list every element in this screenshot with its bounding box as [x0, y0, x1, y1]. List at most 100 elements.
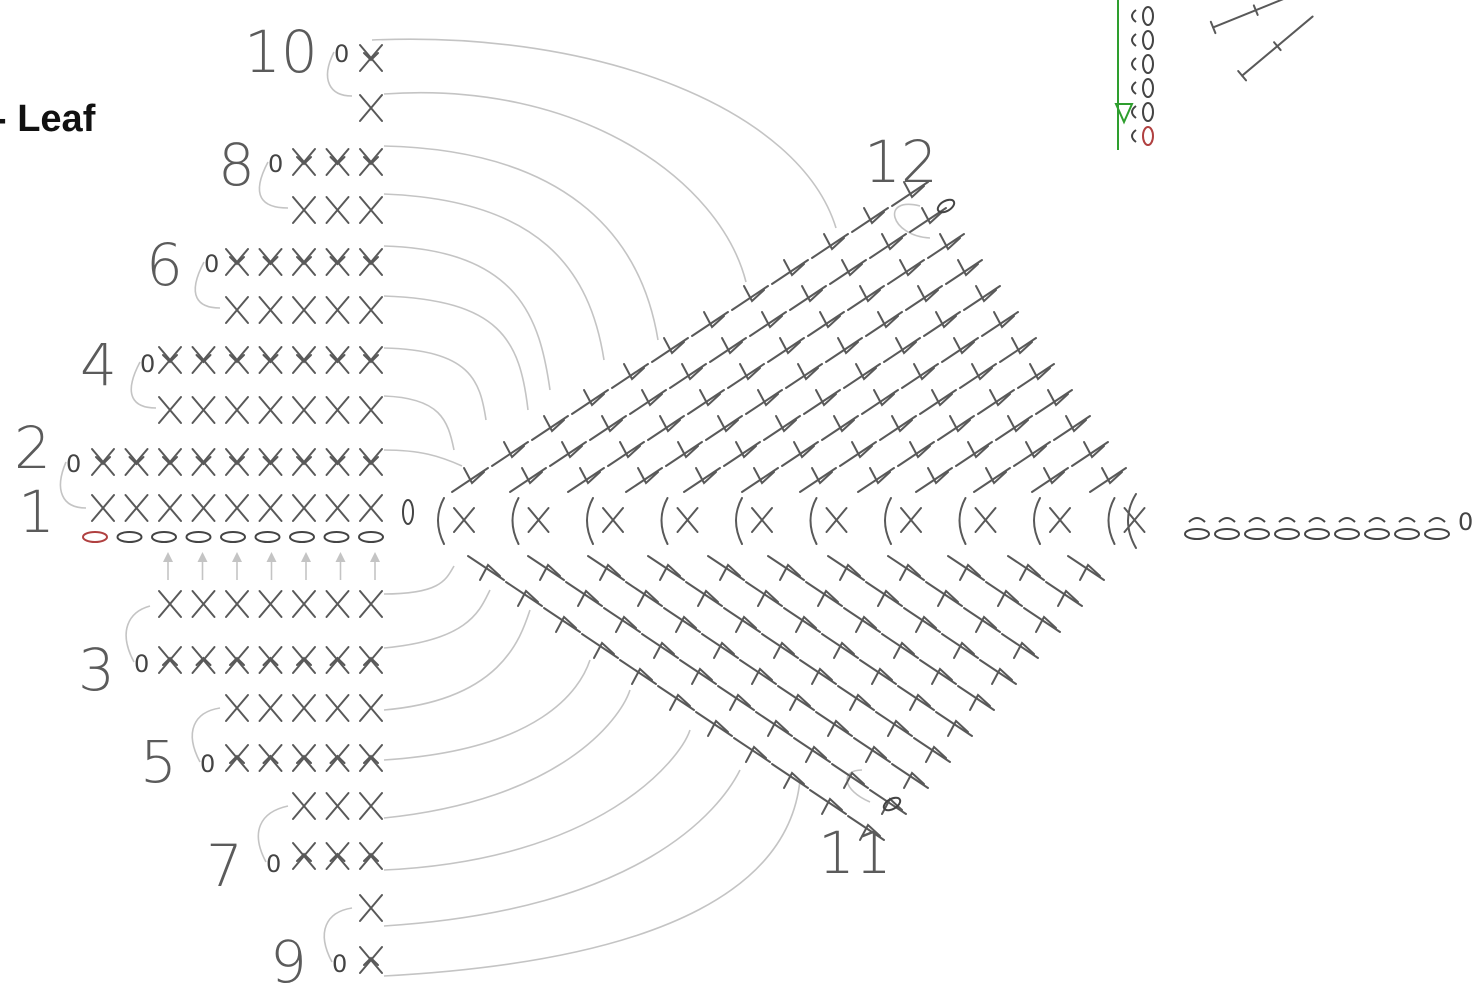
- row-number-10: 10: [244, 18, 318, 86]
- stitch-upper-0-4: [226, 495, 248, 521]
- lower-diamond-9-0: [810, 790, 846, 814]
- upper-diamond-3-1: [630, 390, 666, 414]
- stem-chain-5: [1335, 518, 1359, 539]
- stitch-upper-2-0: [360, 397, 382, 423]
- stitch-lower-4-1: [327, 793, 349, 819]
- upper-diamond-2-6: [880, 416, 916, 440]
- lower-diamond-0-4: [708, 556, 744, 580]
- lower-diamond-4-3: [800, 660, 836, 684]
- up-arrow-0: [163, 552, 173, 580]
- stitch-upper-3-6: [159, 347, 181, 373]
- lower-diamond-0-6: [828, 556, 864, 580]
- stitch-upper-5-0: [360, 249, 382, 275]
- stitch-lower-2-1: [327, 695, 349, 721]
- upper-diamond-3-7: [978, 390, 1014, 414]
- stitch-lower-1-5: [193, 647, 215, 673]
- stitch-lower-0-5: [193, 591, 215, 617]
- center-stitch-2: [587, 498, 623, 544]
- stitch-upper-8-0: [360, 95, 382, 121]
- lower-diamond-3-4: [822, 634, 858, 658]
- stitch-upper-3-1: [327, 347, 349, 373]
- stitch-upper-1-8: [92, 449, 114, 475]
- up-arrow-4: [301, 552, 311, 580]
- upper-diamond-1-9: [1014, 442, 1050, 466]
- stitch-upper-0-8: [92, 495, 114, 521]
- lower-diamond-1-7: [926, 582, 962, 606]
- row-number-2: 2: [14, 414, 51, 482]
- stitch-upper-2-1: [327, 397, 349, 423]
- stitch-lower-5-2: [293, 843, 315, 869]
- lower-diamond-4-2: [740, 660, 776, 684]
- upper-diamond-0-1: [510, 468, 546, 492]
- stem-chain-2: [1245, 518, 1269, 539]
- lower-diamond-1-6: [866, 582, 902, 606]
- upper-diamond-5-1: [710, 338, 746, 362]
- turning-chain-3: 0: [134, 650, 149, 678]
- lower-diamond-4-0: [620, 660, 656, 684]
- upper-diamond-1-3: [666, 442, 702, 466]
- stitch-upper-4-1: [327, 297, 349, 323]
- arrow-curve-7: [384, 396, 454, 450]
- upper-diamond-2-2: [648, 416, 684, 440]
- lower-diamond-5-3: [838, 686, 874, 710]
- stitch-lower-2-3: [260, 695, 282, 721]
- upper-diamond-10-0: [852, 208, 888, 232]
- lower-diamond-1-2: [626, 582, 662, 606]
- stitch-upper-1-2: [293, 449, 315, 475]
- turning-chain-stem: 0: [1458, 508, 1473, 536]
- stitch-lower-0-0: [360, 591, 382, 617]
- stem-chain: [1185, 518, 1449, 539]
- upper-diamond-2-7: [938, 416, 974, 440]
- upper-diamond-0-10: [1032, 468, 1068, 492]
- upper-diamond-1-8: [956, 442, 992, 466]
- stitch-lower-6-0: [360, 895, 382, 921]
- upper-diamond-8-2: [888, 260, 924, 284]
- foundation-chain-4: [221, 532, 245, 542]
- stitch-lower-1-2: [293, 647, 315, 673]
- lower-diamond-2-1: [604, 608, 640, 632]
- upper-diamond-5-3: [826, 338, 862, 362]
- lower-diamond-1-9: [1046, 582, 1082, 606]
- upper-diamond-9-0: [812, 234, 848, 258]
- key-treble-1: [1211, 0, 1299, 33]
- upper-diamond-6-2: [808, 312, 844, 336]
- upper-diamond-3-3: [746, 390, 782, 414]
- stitch-upper-1-5: [193, 449, 215, 475]
- lower-diamond-4-6: [980, 660, 1016, 684]
- stitch-upper-1-0: [360, 449, 382, 475]
- arrow-curve-4: [384, 246, 550, 390]
- upper-diamond-1-10: [1072, 442, 1108, 466]
- upper-diamond-8-1: [830, 260, 866, 284]
- row-number-6: 6: [146, 231, 183, 299]
- turning-chain-2: 0: [66, 450, 81, 478]
- arrow-curve-16: [384, 780, 800, 976]
- foundation-chain-0: [83, 532, 107, 542]
- stitch-upper-6-0: [360, 197, 382, 223]
- upper-diamond-7-3: [906, 286, 942, 310]
- lower-diamond-1-0: [506, 582, 542, 606]
- upper-diamond-9-1: [870, 234, 906, 258]
- upper-diamond-2-5: [822, 416, 858, 440]
- lower-diamond-2-6: [904, 608, 940, 632]
- stitch-upper-5-2: [293, 249, 315, 275]
- key-chain-5: [1143, 127, 1153, 145]
- arrow-curve-1: [384, 93, 746, 282]
- row-number-7: 7: [206, 832, 243, 900]
- upper-diamond-9-2: [928, 234, 964, 258]
- up-arrow-1: [198, 552, 208, 580]
- lower-diamond-0-9: [1008, 556, 1044, 580]
- turning-chain-4: 0: [140, 350, 155, 378]
- lower-diamond-8-2: [892, 764, 928, 788]
- stitch-upper-0-2: [293, 495, 315, 521]
- turning-chain-8: 0: [268, 150, 283, 178]
- stitch-upper-3-4: [226, 347, 248, 373]
- lower-diamond-7-2: [854, 738, 890, 762]
- turning-chain-10: 0: [334, 40, 349, 68]
- lower-diamond-1-8: [986, 582, 1022, 606]
- key-chain-0: [1143, 7, 1153, 25]
- stitch-upper-4-2: [293, 297, 315, 323]
- row-number-3: 3: [78, 636, 115, 704]
- lower-diamond-0-7: [888, 556, 924, 580]
- lower-diamond-0-1: [528, 556, 564, 580]
- upper-diamond-4-0: [612, 364, 648, 388]
